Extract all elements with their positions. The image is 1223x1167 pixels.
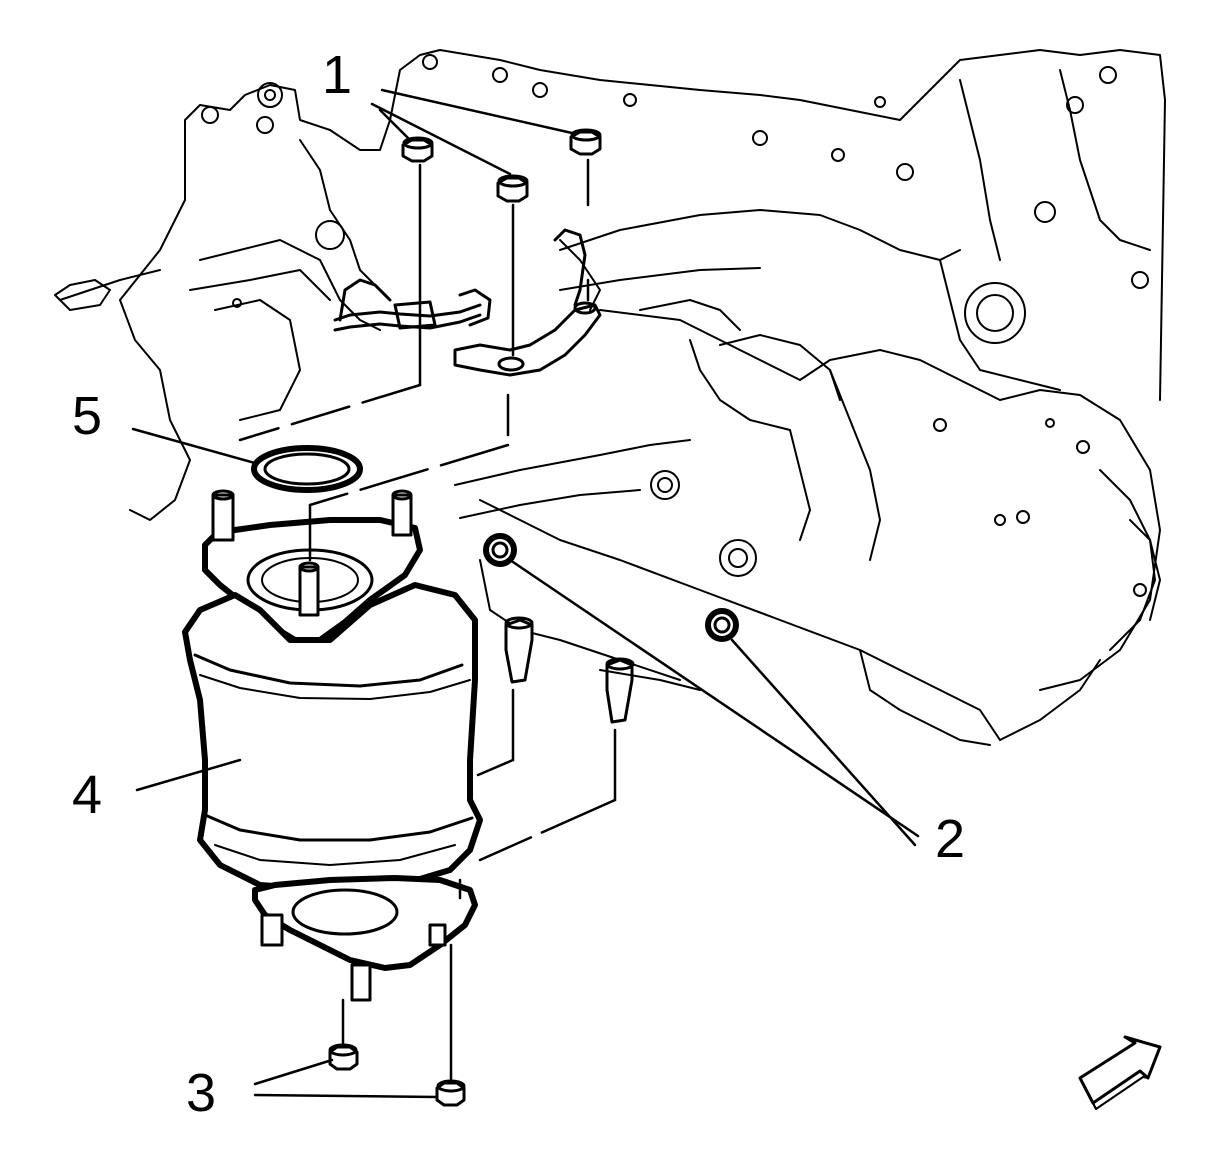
top-nut-a [401, 136, 434, 163]
alignment-lines [238, 158, 617, 1082]
catalytic-converter [182, 489, 483, 1002]
top-nut-c [569, 128, 602, 156]
callout-5-label: 5 [72, 386, 103, 446]
bracket-bolt-b [705, 608, 739, 642]
oxygen-sensor [333, 278, 492, 332]
callout-2-label: 2 [935, 809, 966, 869]
exhaust-flange-bracket [453, 228, 602, 377]
top-nuts [401, 128, 602, 203]
callout-leaders [131, 88, 920, 1099]
callout-1-label: 1 [322, 45, 353, 105]
bracket-studs [504, 616, 701, 724]
forward-arrow-icon [1078, 1035, 1162, 1110]
top-nut-b [496, 174, 529, 203]
callout-3-label: 3 [186, 1063, 217, 1123]
callout-4-label: 4 [72, 765, 103, 825]
lower-nut-b [435, 1079, 466, 1107]
lower-nut-a [328, 1043, 359, 1071]
bracket-bolts [483, 533, 739, 642]
engine-block [54, 49, 1166, 746]
bracket-bolt-a [483, 533, 517, 567]
lower-nuts [328, 1043, 466, 1107]
flange-gasket [251, 445, 363, 493]
